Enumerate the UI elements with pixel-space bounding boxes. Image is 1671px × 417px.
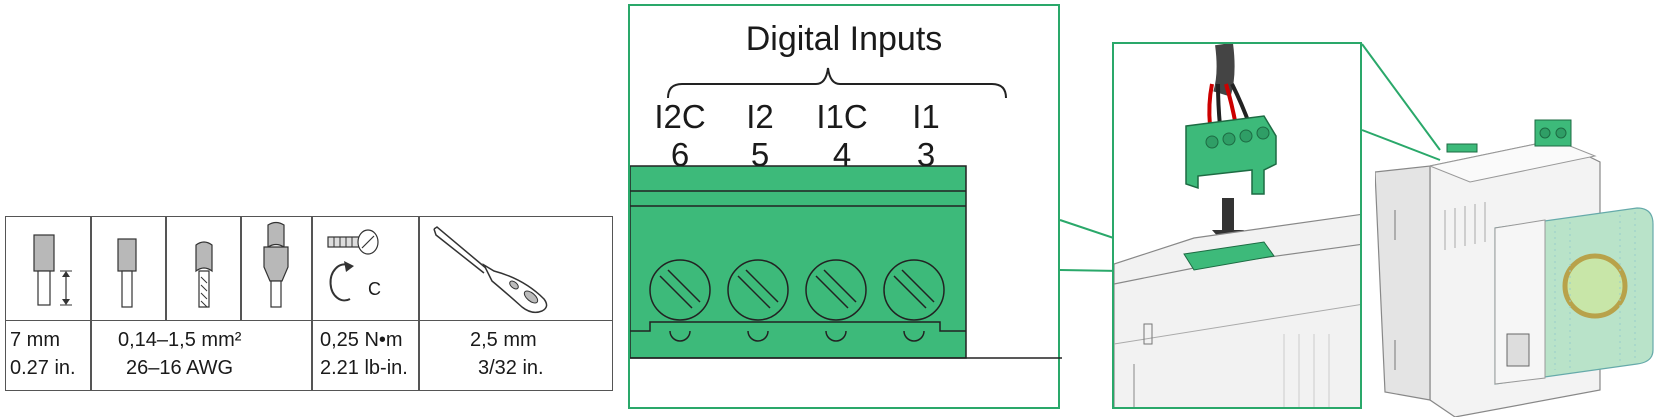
stranded-wire-icon (195, 241, 213, 308)
qr-code (1506, 333, 1530, 367)
bracket (667, 67, 1007, 99)
screwdriver-imperial: 3/32 in. (478, 357, 544, 379)
device-overview-drawing (1375, 119, 1654, 417)
terminal-screw (727, 259, 789, 342)
wiring-spec-table: C 7 mm 0.27 in. 0,14–1,5 mm² 26–16 AWG 0… (5, 216, 613, 391)
status-button (1562, 253, 1628, 319)
wire-size-metric: 0,14–1,5 mm² (118, 329, 242, 351)
ferrule-strip-icon (33, 234, 72, 306)
spec-icons-drawing: C (33, 221, 548, 314)
torque-arrow-icon (329, 261, 354, 302)
strip-length-metric: 7 mm (10, 329, 60, 351)
digital-inputs-title: Digital Inputs (745, 20, 943, 58)
screwdriver-metric: 2,5 mm (470, 329, 537, 351)
torque-metric: 0,25 N•m (320, 329, 403, 351)
table-divider (418, 217, 420, 390)
device-housing (1114, 213, 1360, 407)
flat-screwdriver-icon (433, 226, 548, 314)
terminal-block-drawing (630, 165, 1062, 359)
wire-size-imperial: 26–16 AWG (126, 357, 234, 379)
cable (1207, 44, 1252, 127)
torque-symbol: C (368, 279, 381, 299)
table-divider (165, 217, 167, 320)
spec-icon-row (6, 217, 612, 321)
screw-icon (327, 229, 379, 255)
device-closeup-drawing (1114, 44, 1360, 407)
solid-wire-icon (117, 238, 137, 308)
device-closeup-panel (1112, 42, 1362, 409)
terminal-screw (805, 259, 867, 342)
torque-imperial: 2.21 lb-in. (320, 357, 408, 379)
terminal-screw (649, 259, 711, 342)
table-divider (311, 217, 313, 390)
device-front-panel (1494, 207, 1654, 385)
device-fins (1444, 202, 1486, 250)
strip-length-imperial: 0.27 in. (10, 357, 76, 379)
table-divider (240, 217, 242, 320)
plug-connector (1185, 115, 1277, 195)
ferrule-wire-icon (263, 221, 289, 308)
terminal-screw (883, 259, 945, 342)
table-divider (90, 217, 92, 390)
